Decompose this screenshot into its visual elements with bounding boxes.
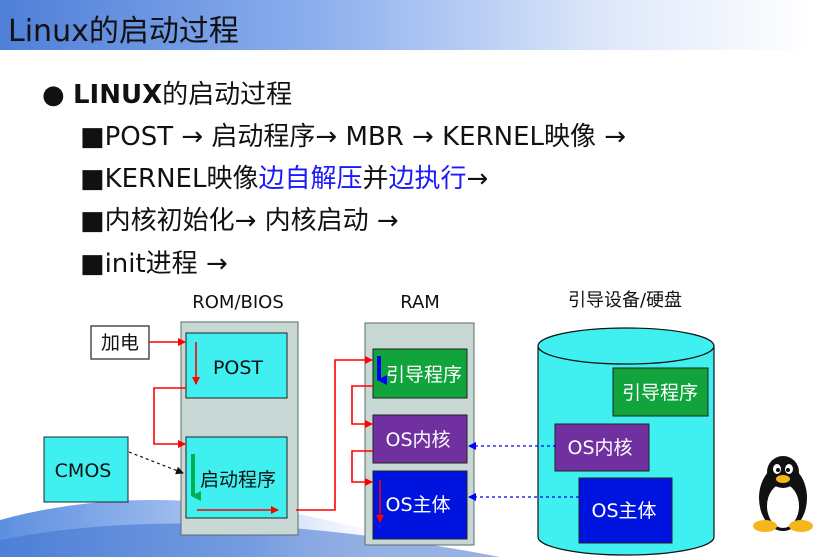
sub-bullet-2-c: 并 bbox=[362, 164, 389, 194]
ram-bootloader-label: 引导程序 bbox=[386, 364, 462, 386]
rom-boot-program-label: 启动程序 bbox=[200, 469, 276, 491]
ram-kernel-box bbox=[372, 414, 468, 464]
rom-bios-heading: ROM/BIOS bbox=[192, 292, 284, 313]
ram-os-body-box bbox=[372, 470, 468, 540]
ram-heading: RAM bbox=[400, 292, 440, 313]
sub-bullet-2-d: 边执行 bbox=[388, 164, 467, 194]
arrow-cmos-to-boot bbox=[128, 451, 184, 475]
disk-bootloader-box bbox=[612, 367, 709, 417]
arrow-kernel-to-os bbox=[351, 450, 373, 486]
sub-bullet-2-e: → bbox=[466, 164, 489, 194]
ram-os-body-label: OS主体 bbox=[385, 494, 450, 516]
post-box bbox=[185, 332, 288, 399]
sub-bullet-4: ■init进程 → bbox=[80, 249, 228, 279]
sub-bullet-1: ■POST → 启动程序→ MBR → KERNEL映像 → bbox=[80, 122, 627, 152]
ram-kernel-label: OS内核 bbox=[385, 429, 450, 451]
rom-boot-program-box bbox=[185, 436, 288, 519]
arrow-bootloader-to-kernel bbox=[351, 385, 373, 428]
main-bullet-bold: LINUX bbox=[72, 80, 163, 110]
disk-bootloader-label: 引导程序 bbox=[622, 382, 698, 404]
sub-bullet-2-b: 边自解压 bbox=[258, 164, 363, 194]
disk-heading: 引导设备/硬盘 bbox=[568, 290, 682, 311]
sub-bullet-2: ■KERNEL映像边自解压并边执行→ bbox=[80, 158, 488, 195]
cmos-box bbox=[43, 436, 129, 503]
ram-bootloader-box bbox=[372, 348, 468, 399]
main-bullet: ● LINUX的启动过程 bbox=[42, 74, 292, 111]
bottom-wave-dark bbox=[0, 523, 500, 557]
post-label: POST bbox=[213, 357, 263, 379]
cmos-label: CMOS bbox=[55, 460, 112, 482]
slide-title: Linux的启动过程 bbox=[8, 14, 239, 49]
power-box bbox=[90, 325, 150, 360]
power-label: 加电 bbox=[101, 332, 139, 354]
disk-os-body-label: OS主体 bbox=[591, 500, 656, 522]
disk-cylinder-top bbox=[537, 327, 715, 365]
tux-penguin-icon bbox=[753, 456, 813, 532]
title-bar bbox=[0, 0, 813, 50]
bullet-dot-icon: ● bbox=[42, 80, 65, 110]
disk-os-body-box bbox=[578, 477, 673, 544]
red-flow-arrows bbox=[149, 338, 384, 523]
main-bullet-rest: 的启动过程 bbox=[162, 80, 293, 110]
arrow-post-to-boot bbox=[153, 387, 186, 448]
sub-bullet-2-a: ■KERNEL映像 bbox=[80, 164, 259, 194]
arrow-rom-to-ram-bootloader bbox=[296, 356, 373, 511]
disk-kernel-box bbox=[554, 423, 650, 472]
sub-bullet-3: ■内核初始化→ 内核启动 → bbox=[80, 206, 399, 236]
disk-kernel-label: OS内核 bbox=[567, 437, 632, 459]
